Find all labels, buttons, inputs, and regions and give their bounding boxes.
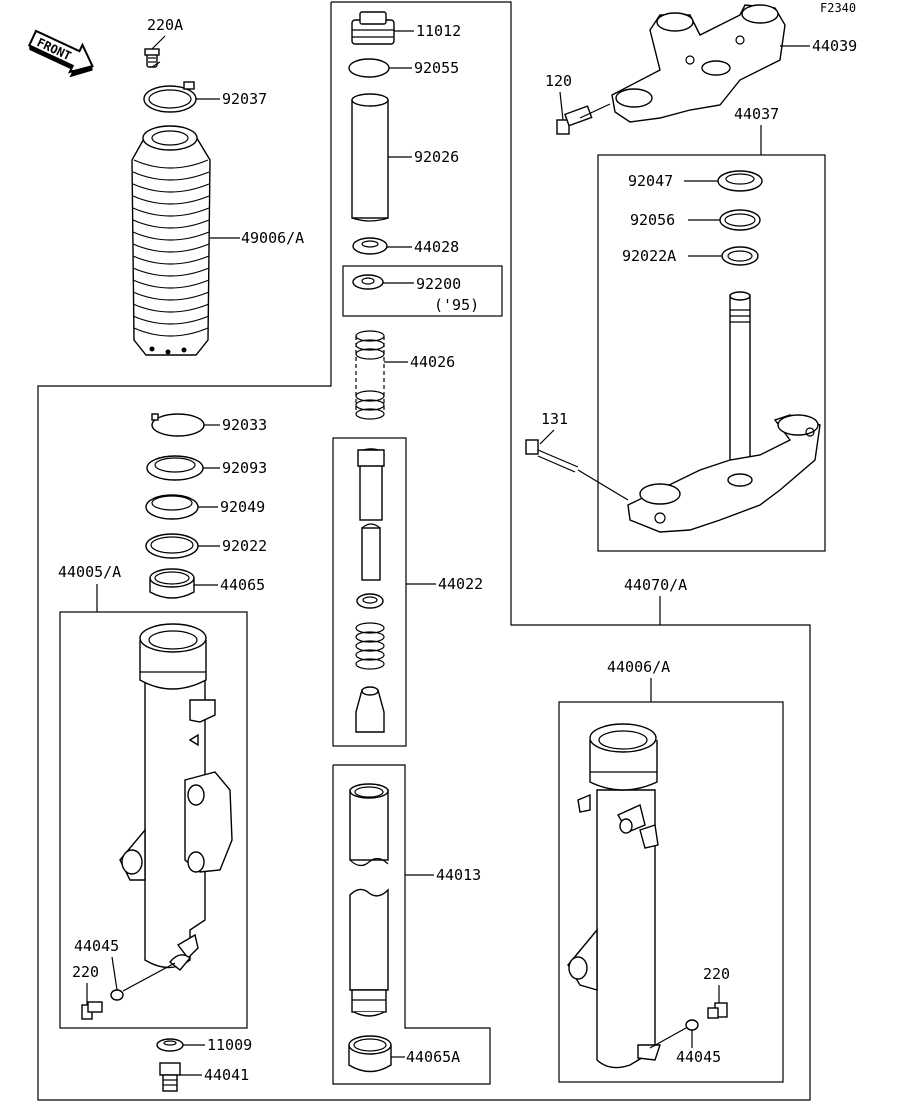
washer-44045-left — [110, 989, 124, 1001]
label-44006A: 44006/A — [607, 658, 670, 676]
label-92047: 92047 — [628, 172, 673, 190]
label-44026: 44026 — [410, 353, 455, 371]
label-92026: 92026 — [414, 148, 459, 166]
label-44045-left: 44045 — [74, 937, 119, 955]
stem-bracket-44037 — [627, 291, 821, 533]
cap-bolt-11012 — [351, 11, 395, 45]
label-44039: 44039 — [812, 37, 857, 55]
bolt-44041 — [159, 1062, 181, 1092]
label-92037: 92037 — [222, 90, 267, 108]
label-92093: 92093 — [222, 459, 267, 477]
label-220-left: 220 — [72, 963, 99, 981]
spacer-pipe-92026 — [351, 93, 389, 222]
front-arrow: FRONT — [27, 29, 94, 78]
fork-boot-49006A — [131, 125, 211, 356]
label-44065A: 44065A — [406, 1048, 460, 1066]
seal-92022 — [145, 533, 199, 559]
label-44041: 44041 — [204, 1066, 249, 1084]
label-92055: 92055 — [414, 59, 459, 77]
label-44022: 44022 — [438, 575, 483, 593]
label-92033: 92033 — [222, 416, 267, 434]
o-ring-92055 — [348, 58, 390, 78]
bolt-131 — [525, 439, 579, 473]
label-220-right: 220 — [703, 965, 730, 983]
label-92022: 92022 — [222, 537, 267, 555]
seal-92049 — [145, 494, 199, 520]
inner-tube-44013 — [349, 783, 389, 1017]
bolt-120 — [556, 105, 593, 135]
bushing-44065A — [348, 1035, 392, 1073]
label-49006A: 49006/A — [241, 229, 304, 247]
label-11012: 11012 — [416, 22, 461, 40]
label-44045-right: 44045 — [676, 1048, 721, 1066]
label-44013: 44013 — [436, 866, 481, 884]
label-120: 120 — [545, 72, 572, 90]
label-92056: 92056 — [630, 211, 675, 229]
damper-44022 — [355, 448, 385, 733]
bolt-220-right — [707, 1002, 728, 1019]
seal-92056 — [719, 209, 761, 231]
label-92200: 92200 — [416, 275, 461, 293]
label-44037: 44037 — [734, 105, 779, 123]
outer-tube-right-44006A — [567, 723, 661, 1069]
label-92200-note: ('95) — [434, 296, 479, 314]
label-131: 131 — [541, 410, 568, 428]
label-92049: 92049 — [220, 498, 265, 516]
label-44005A: 44005/A — [58, 563, 121, 581]
clamp-92037 — [143, 81, 197, 113]
label-11009: 11009 — [207, 1036, 252, 1054]
seal-92047 — [717, 170, 763, 192]
seal-92093 — [146, 455, 204, 481]
upper-bracket-44039 — [611, 4, 786, 123]
figure-code: F2340 — [820, 1, 856, 15]
spring-44026 — [355, 330, 385, 420]
washer-11009 — [156, 1038, 184, 1052]
label-44065: 44065 — [220, 576, 265, 594]
seal-92022A — [721, 246, 759, 266]
label-220A: 220A — [147, 16, 183, 34]
bolt-220-left — [81, 1001, 103, 1020]
washer-92200 — [352, 274, 384, 290]
washer-44045-right — [685, 1019, 699, 1031]
label-44070A: 44070/A — [624, 576, 687, 594]
frame-lines — [37, 1, 826, 1101]
label-44028: 44028 — [414, 238, 459, 256]
ring-92033 — [151, 413, 205, 437]
outer-tube-left-44005A — [119, 623, 233, 971]
washer-44028 — [352, 237, 388, 255]
bushing-44065 — [149, 568, 195, 599]
bolt-220A — [144, 48, 160, 68]
label-92022A: 92022A — [622, 247, 676, 265]
